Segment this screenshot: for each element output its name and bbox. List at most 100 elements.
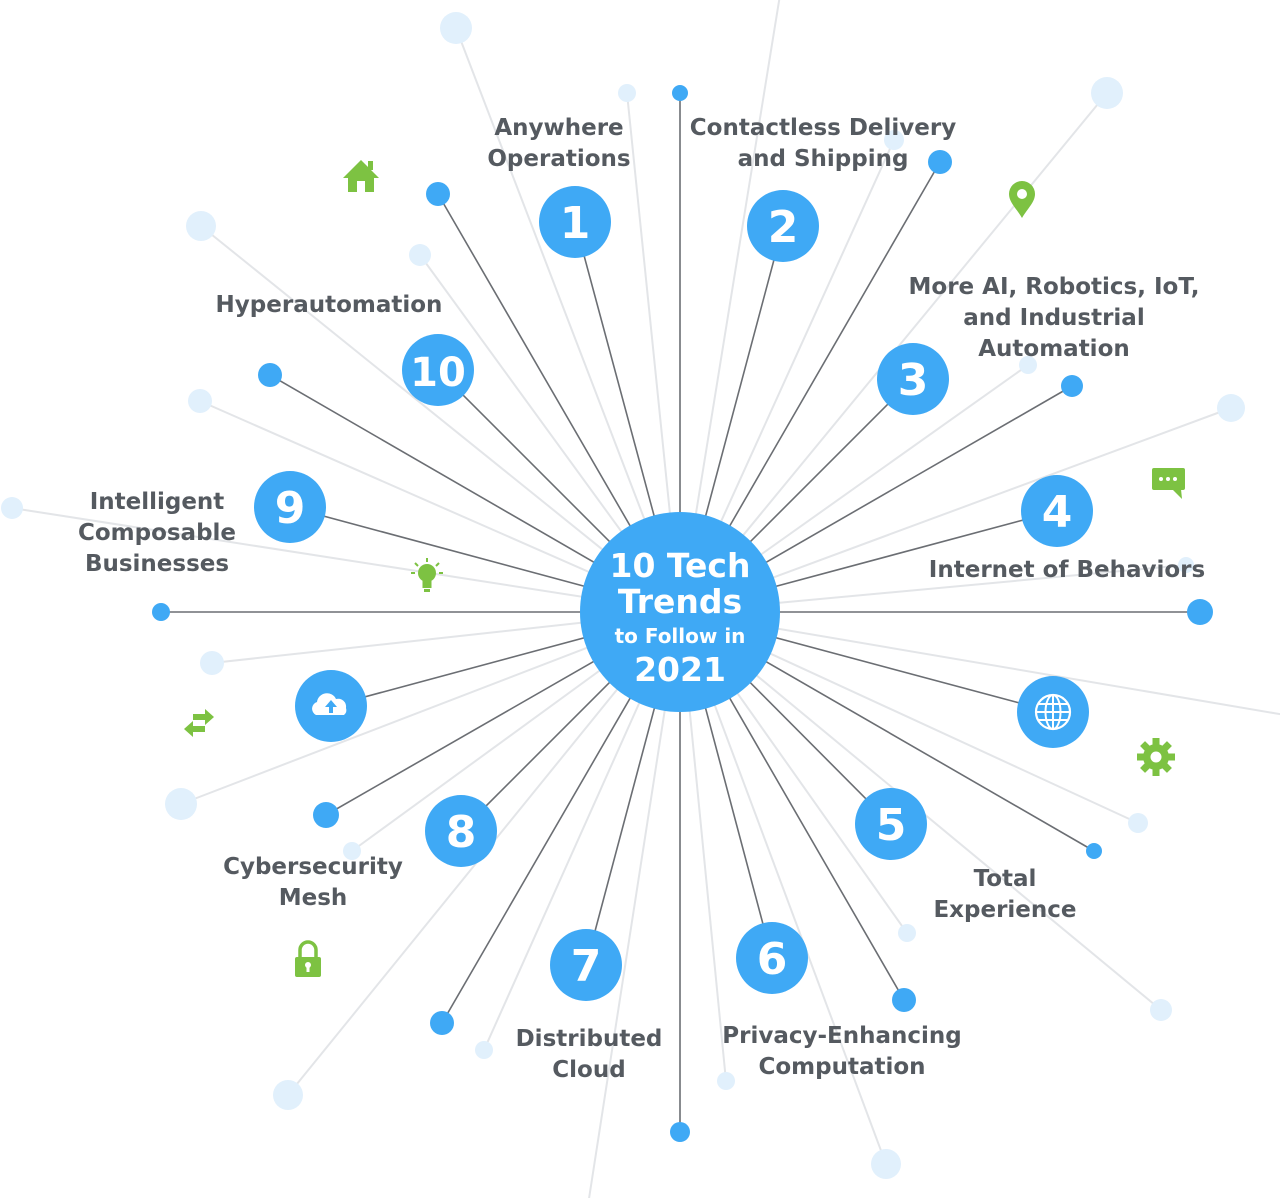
pale-dot (186, 211, 216, 241)
globe-icon (1017, 676, 1089, 748)
trend-node-circle (425, 795, 497, 867)
map-pin-icon (1009, 181, 1035, 218)
trend-label-line: Intelligent (89, 489, 225, 515)
light-spoke (11, 507, 681, 613)
endpoint-dot (258, 363, 282, 387)
pale-dot (343, 842, 361, 860)
green-icons (184, 160, 1185, 977)
pale-dot (188, 389, 212, 413)
trend-node-10: 10 (402, 334, 474, 406)
pale-dot (1019, 356, 1037, 374)
trend-node-circle (855, 788, 927, 860)
pale-dot (475, 1041, 493, 1059)
endpoint-dot (313, 802, 339, 828)
trend-label-line: Experience (933, 897, 1077, 923)
trend-number: 7 (571, 941, 602, 992)
trend-label-line: Cybersecurity (223, 854, 403, 880)
trend-label-line: Mesh (278, 885, 348, 911)
endpoint-dot (672, 85, 688, 101)
trend-label-10: Hyperautomation (159, 290, 499, 321)
hub-title-line-2: Trends (618, 582, 742, 621)
trend-node-8: 8 (425, 795, 497, 867)
trend-node-9: 9 (254, 471, 326, 543)
pale-dot (200, 651, 224, 675)
trend-number: 6 (757, 934, 788, 985)
trend-label-line: Hyperautomation (215, 292, 443, 318)
trend-number: 3 (898, 355, 929, 406)
hub-title-line-3: to Follow in (615, 624, 746, 648)
icon-circles (295, 670, 1089, 748)
endpoint-dot (1187, 599, 1213, 625)
trend-label-line: Automation (978, 336, 1130, 362)
trend-number: 8 (446, 807, 477, 858)
trend-number: 9 (275, 483, 306, 534)
trend-label-line: More AI, Robotics, IoT, (908, 274, 1200, 300)
trend-label-line: Businesses (84, 551, 230, 577)
light-spoke (455, 27, 681, 613)
trend-node-6: 6 (736, 922, 808, 994)
trend-label-line: Anywhere (494, 115, 624, 141)
hub-title-line-1: 10 Tech (610, 546, 751, 585)
pale-dot (884, 130, 904, 150)
pale-dot (898, 924, 916, 942)
trend-node-circle (254, 471, 326, 543)
endpoint-dot (670, 1122, 690, 1142)
pale-dot (1, 497, 23, 519)
trend-node-2: 2 (747, 190, 819, 262)
pale-dot (1091, 77, 1123, 109)
trend-node-circle (539, 186, 611, 258)
transfer-arrows-icon (184, 709, 214, 737)
trend-label-line: Distributed (515, 1026, 663, 1052)
pale-dots (1, 12, 1245, 1179)
trend-label-4: Internet of Behaviors (897, 555, 1237, 586)
endpoint-dot (430, 1011, 454, 1035)
pale-dot (618, 84, 636, 102)
trend-number: 2 (768, 202, 799, 253)
trend-label-line: Operations (487, 146, 631, 172)
trend-node-circle (747, 190, 819, 262)
trend-node-7: 7 (550, 929, 622, 1001)
trend-label-line: and Industrial (963, 305, 1145, 331)
pale-dot (273, 1080, 303, 1110)
light-spoke (679, 0, 781, 613)
trend-label-line: Computation (758, 1054, 926, 1080)
home-icon (343, 160, 379, 192)
pale-dot (1150, 999, 1172, 1021)
trend-number: 1 (560, 198, 591, 249)
pale-dot (871, 1149, 901, 1179)
light-spoke (588, 611, 681, 1198)
hub-title-line-4: 2021 (634, 650, 726, 689)
lightbulb-icon (411, 558, 443, 592)
center-hub: 10 Tech Trends to Follow in 2021 (580, 512, 780, 712)
pale-dot (1178, 557, 1194, 573)
gear-icon (1137, 738, 1175, 776)
trend-number: 10 (410, 350, 466, 396)
trend-node-circle (550, 929, 622, 1001)
endpoint-dot (892, 988, 916, 1012)
hub-circle (580, 512, 780, 712)
trend-node-circle (402, 334, 474, 406)
trend-label-line: and Shipping (737, 146, 909, 172)
endpoint-dot (928, 150, 952, 174)
pale-dot (717, 1072, 735, 1090)
pale-dot (409, 244, 431, 266)
trend-label-line: Privacy-Enhancing (722, 1023, 962, 1049)
trend-label-line: Total (973, 866, 1037, 892)
trend-node-circle (736, 922, 808, 994)
trend-node-circle (877, 343, 949, 415)
cloud-upload-icon (295, 670, 367, 742)
trend-node-3: 3 (877, 343, 949, 415)
trend-number: 5 (876, 800, 907, 851)
light-spoke (200, 225, 681, 613)
pale-dot (1128, 813, 1148, 833)
endpoint-dot (152, 603, 170, 621)
